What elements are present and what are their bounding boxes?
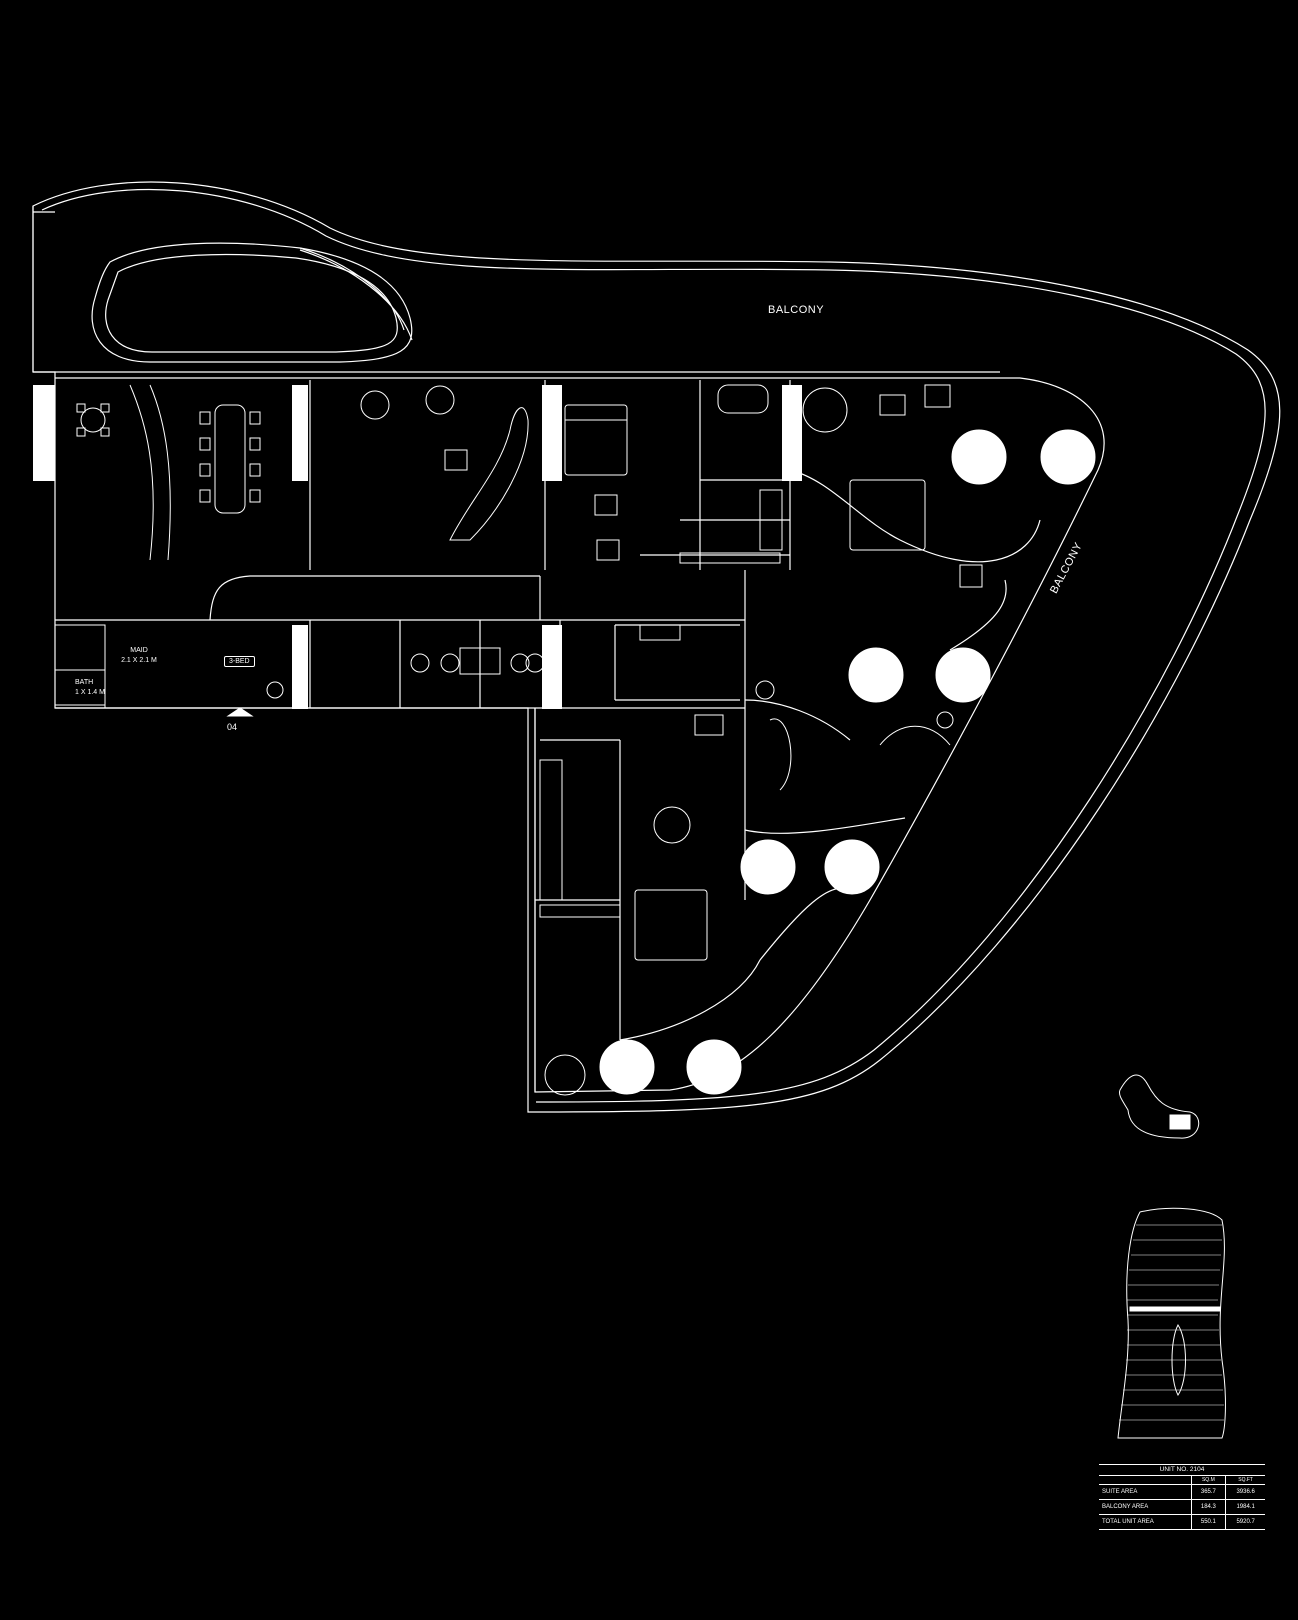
area-table: UNIT NO. 2104 SQ.M SQ.FT SUITE AREA 365.… [1099,1464,1265,1530]
maid-room-size: 2.1 X 2.1 M [121,657,157,664]
tower-elevation [1117,1207,1226,1439]
balcony-top-label: BALCONY [768,304,825,316]
entry-number: 04 [227,722,238,732]
table-row: BALCONY AREA 184.3 1984.1 [1099,1499,1265,1515]
row-sqm: 550.1 [1190,1514,1226,1530]
balcony-outline [32,181,1281,1113]
row-sqft: 1984.1 [1225,1499,1265,1515]
row-label: TOTAL UNIT AREA [1099,1514,1191,1530]
unit-type-tag: 3-BED [224,656,255,667]
pool-outline [91,242,413,363]
round-columns [599,429,1096,1095]
maid-room-label: MAID 2.1 X 2.1 M [113,646,165,666]
row-sqft: 5920.7 [1225,1514,1265,1530]
area-table-header-row: SQ.M SQ.FT [1099,1476,1265,1485]
maid-room-name: MAID [130,647,148,654]
area-table-col-label [1099,1476,1191,1485]
row-sqm: 365.7 [1190,1484,1226,1500]
table-row: SUITE AREA 365.7 3936.6 [1099,1484,1265,1500]
row-sqft: 3936.6 [1225,1484,1265,1500]
bath-room-name: BATH [75,679,94,686]
structural-columns [33,385,802,709]
dining-chairs [199,411,261,503]
area-table-col-sqft: SQ.FT [1225,1476,1265,1485]
balcony-inner-line [41,188,1266,1103]
bath-room-size: 1 X 1.4 M [75,689,105,696]
area-table-col-sqm: SQ.M [1190,1476,1226,1485]
row-sqm: 184.3 [1190,1499,1226,1515]
area-table-title: UNIT NO. 2104 [1099,1464,1265,1476]
row-label: BALCONY AREA [1099,1499,1191,1515]
table-row: TOTAL UNIT AREA 550.1 5920.7 [1099,1514,1265,1530]
interior-outline [55,377,1105,1093]
row-label: SUITE AREA [1099,1484,1191,1500]
key-plan-floor [1119,1074,1200,1139]
bath-room-label: BATH 1 X 1.4 M [75,678,105,698]
